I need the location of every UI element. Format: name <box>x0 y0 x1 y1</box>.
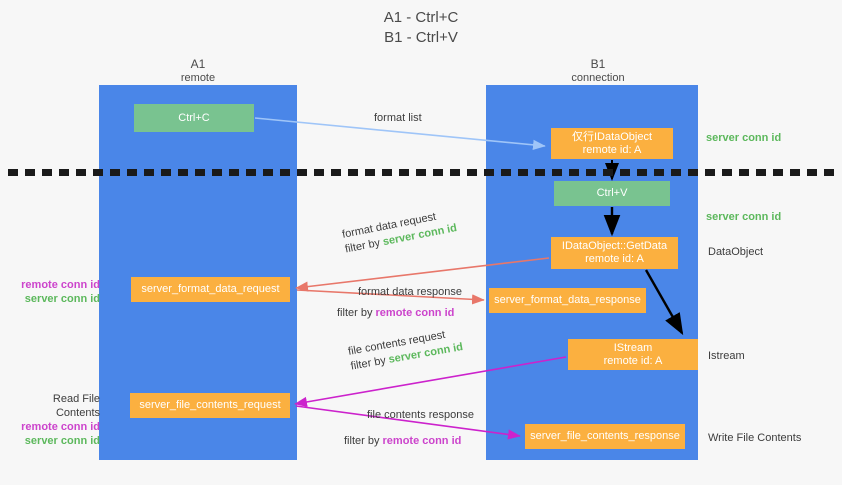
label-file-contents-response-filter: filter by remote conn id <box>344 434 461 449</box>
label-format-data-request: format data request filter by server con… <box>341 206 458 257</box>
box-server-file-contents-response[interactable]: server_file_contents_response <box>525 424 685 449</box>
box-getdata[interactable]: IDataObject::GetData remote id: A <box>551 237 678 269</box>
box-ctrl-v-label: Ctrl+V <box>596 187 628 199</box>
box-server-format-data-response[interactable]: server_format_data_response <box>489 288 646 313</box>
box-ctrl-v[interactable]: Ctrl+V <box>554 181 670 206</box>
title-line-2: B1 - Ctrl+V <box>384 29 458 46</box>
side-label-right-istream: Istream <box>708 350 745 362</box>
label-format-list: format list <box>374 112 422 124</box>
box-istream-label: IStream <box>613 341 653 354</box>
side-label-right-dataobject: DataObject <box>708 246 764 258</box>
side-label-remote-conn-id: remote conn id <box>21 421 100 433</box>
lane-header-a1-subtitle: remote <box>180 72 216 84</box>
label-filter-value-remote-conn-id: remote conn id <box>382 435 462 447</box>
side-label-read-file-contents: Read File Contents <box>52 393 100 419</box>
box-server-format-data-request-label: server_format_data_request <box>141 283 280 295</box>
lane-header-a1: A1 remote <box>108 57 288 85</box>
box-istream[interactable]: IStream remote id: A <box>568 339 698 370</box>
label-filter-prefix: filter by <box>337 307 376 319</box>
label-format-data-response: format data response <box>358 286 462 298</box>
box-idataobject-label: 仅行IDataObject <box>571 130 653 143</box>
lane-header-b1-title: B1 <box>590 57 606 71</box>
box-istream-sublabel: remote id: A <box>603 354 663 367</box>
box-server-format-data-response-label: server_format_data_response <box>494 294 641 306</box>
box-server-format-data-request[interactable]: server_format_data_request <box>131 277 290 302</box>
box-server-file-contents-request-label: server_file_contents_request <box>139 399 281 411</box>
side-label-server-conn-id: server conn id <box>24 435 100 447</box>
side-label-right-write-file-contents: Write File Contents <box>708 432 802 444</box>
box-server-file-contents-response-label: server_file_contents_response <box>530 430 680 442</box>
side-label-group-left-2: Read File Contents remote conn id server… <box>8 392 100 448</box>
side-label-remote-conn-id: remote conn id <box>21 279 100 291</box>
box-idataobject[interactable]: 仅行IDataObject remote id: A <box>551 128 673 159</box>
box-idataobject-sublabel: remote id: A <box>582 143 642 156</box>
label-file-contents-response: file contents response <box>367 409 475 421</box>
label-filter-prefix: filter by <box>344 435 383 447</box>
title-line-1: A1 - Ctrl+C <box>383 9 459 26</box>
box-ctrl-c[interactable]: Ctrl+C <box>134 104 254 132</box>
box-server-file-contents-request[interactable]: server_file_contents_request <box>130 393 290 418</box>
box-ctrl-c-label: Ctrl+C <box>178 111 210 124</box>
side-label-right-server-conn-id-2: server conn id <box>706 211 782 223</box>
lane-header-b1-subtitle: connection <box>571 72 625 84</box>
side-label-server-conn-id: server conn id <box>24 293 100 305</box>
box-getdata-sublabel: remote id: A <box>585 253 644 265</box>
label-filter-value-remote-conn-id: remote conn id <box>375 307 455 319</box>
label-file-contents-request: file contents request filter by server c… <box>347 325 464 374</box>
side-label-right-server-conn-id-1: server conn id <box>706 132 782 144</box>
dashed-divider <box>8 169 834 176</box>
lane-header-b1: B1 connection <box>498 57 698 85</box>
lane-header-a1-title: A1 <box>190 57 206 71</box>
page-title: A1 - Ctrl+C B1 - Ctrl+V <box>0 8 842 48</box>
side-label-group-left-1: remote conn id server conn id <box>8 278 100 306</box>
label-format-data-response-filter: filter by remote conn id <box>337 306 454 321</box>
box-getdata-label: IDataObject::GetData <box>561 240 668 252</box>
